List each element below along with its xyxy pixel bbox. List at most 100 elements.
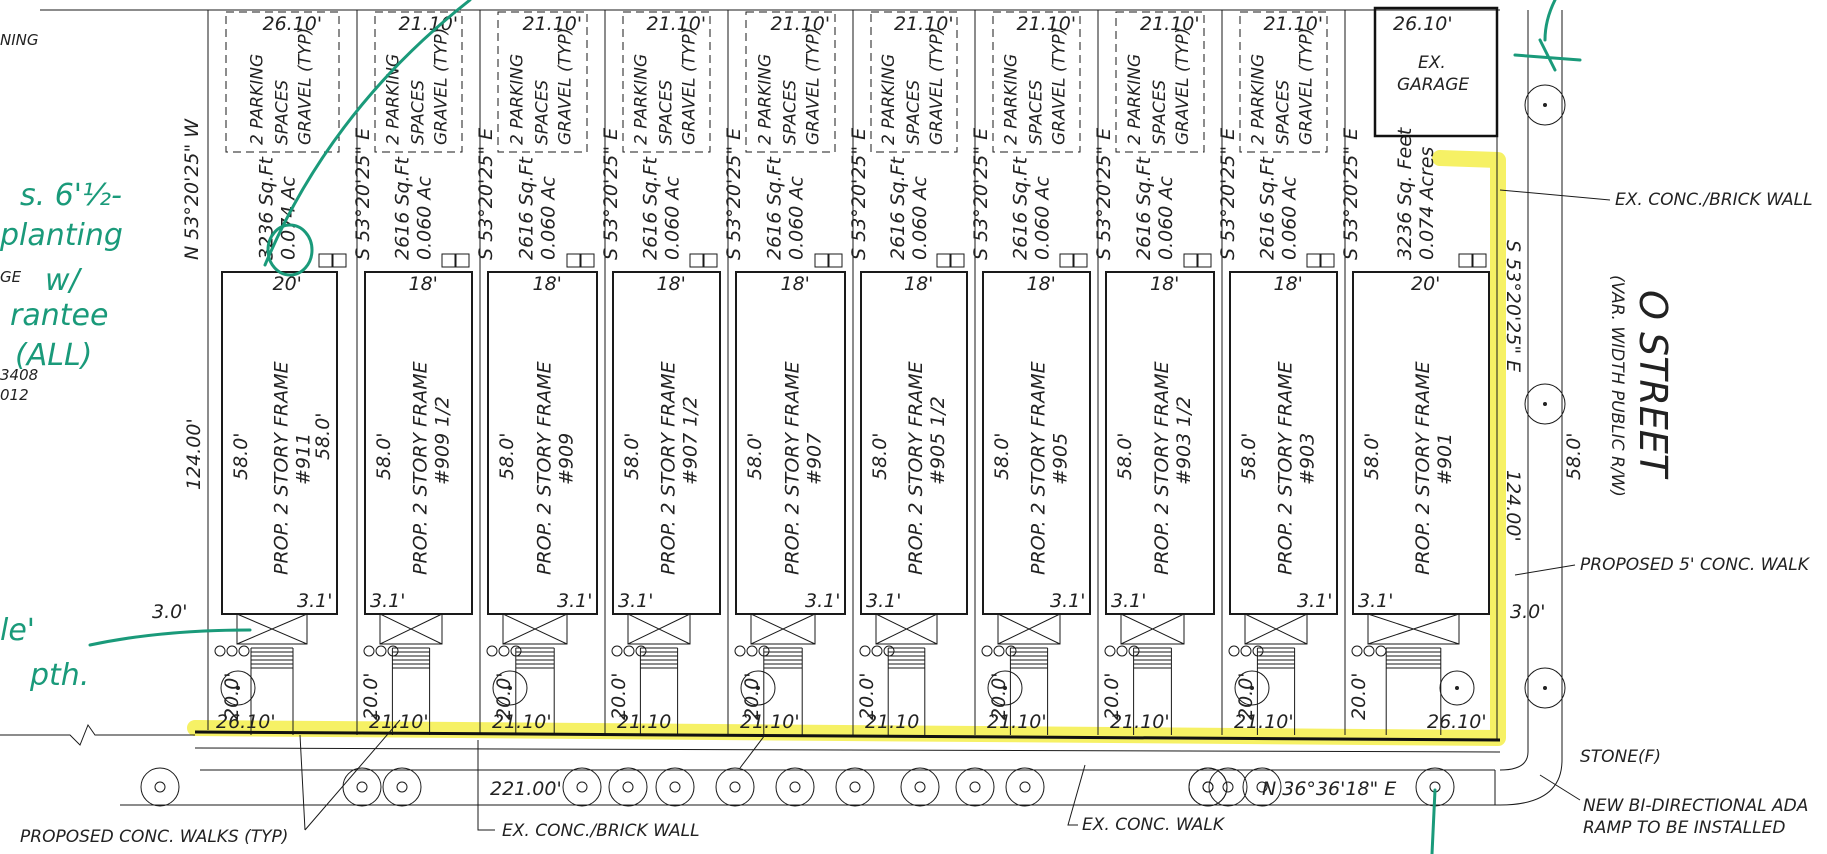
street-tree-trunk (969, 781, 981, 793)
parking-label: SPACES (781, 80, 801, 145)
house-number: #911 (293, 433, 315, 485)
existing-garage: 26.10' EX. GARAGE (1373, 6, 1499, 138)
house-depth: 58.0' (230, 432, 252, 480)
house-width: 18' (533, 273, 562, 295)
hvac-unit (441, 253, 456, 268)
street-tree-trunk (576, 781, 588, 793)
lot-acres: 0.060 Ac (414, 176, 436, 260)
parking-width: 26.10' (263, 13, 323, 35)
lot-acres: 0.060 Ac (786, 176, 808, 260)
garage-label-2: GARAGE (1397, 75, 1469, 95)
parking-width: 21.10' (399, 13, 459, 35)
street-name: O STREET (1631, 290, 1675, 480)
lot-frontage: 26.10' (216, 711, 276, 733)
hvac-unit (1306, 253, 1321, 268)
shrub (1116, 645, 1128, 657)
lot-7 (981, 11, 1091, 735)
shrub (1240, 645, 1252, 657)
yard-tree (740, 670, 776, 706)
house-width: 18' (1027, 273, 1056, 295)
porch-depth: 3.1' (1111, 590, 1146, 612)
lot-acres: 0.060 Ac (1279, 176, 1301, 260)
house-depth: 58.0' (1114, 432, 1136, 480)
lot-bearing: S 53°20'25" E (600, 128, 622, 260)
yard-tree-center (756, 686, 760, 690)
lot-acres: 0.060 Ac (1032, 176, 1054, 260)
house-width: 18' (1150, 273, 1179, 295)
porch-x (875, 613, 938, 645)
house-number: #907 (804, 433, 826, 485)
lot-acres: 0.060 Ac (1155, 176, 1177, 260)
setback-left: 3.0' (152, 601, 187, 623)
house-number: #905 1/2 (927, 396, 949, 485)
handwritten-notes: s. 6'½- planting w/ rantee (ALL) le' pth… (0, 0, 1582, 854)
porch-depth: 3.1' (1297, 590, 1332, 612)
parking-label: GRAVEL (TYP) (804, 28, 824, 145)
hvac-unit (1472, 253, 1487, 268)
lot-area: 2616 Sq.Ft (764, 156, 786, 260)
house-type: PROP. 2 STORY FRAME (410, 361, 432, 575)
street-tree-trunk (729, 781, 741, 793)
parking-label: 2 PARKING (879, 54, 899, 145)
house-type: PROP. 2 STORY FRAME (782, 361, 804, 575)
hvac-unit (566, 253, 581, 268)
yard-tree-center (1455, 686, 1459, 690)
yard-tree (220, 670, 256, 706)
shrub (623, 645, 635, 657)
porch (997, 613, 1061, 645)
callout-wall-bottom: EX. CONC./BRICK WALL (502, 821, 700, 841)
left-note-2: GE (0, 268, 22, 286)
front-walk (1009, 648, 1049, 735)
street-tree-trunk (1256, 781, 1268, 793)
house-type: PROP. 2 STORY FRAME (658, 361, 680, 575)
street-tree-trunk (356, 781, 368, 793)
total-frontage: 221.00' (490, 778, 562, 800)
street-tree (900, 767, 940, 807)
lot-area: 2616 Sq.Ft (640, 156, 662, 260)
street-tree (1242, 767, 1282, 807)
garage-width: 26.10' (1393, 13, 1453, 35)
shrub (1351, 645, 1363, 657)
yard-tree (1439, 670, 1475, 706)
hvac-unit (1073, 253, 1088, 268)
lot-2 (363, 11, 473, 735)
front-walk (250, 648, 294, 735)
parking-width: 21.10' (1140, 13, 1200, 35)
lot-frontage: 21.10 (865, 711, 919, 733)
house-width: 18' (657, 273, 686, 295)
parking-area (225, 11, 340, 153)
front-walk (515, 648, 555, 735)
shrub (214, 645, 226, 657)
shrub (1104, 645, 1116, 657)
house-width: 18' (409, 273, 438, 295)
parking-label: SPACES (409, 80, 429, 145)
parking-label: GRAVEL (TYP) (1050, 28, 1070, 145)
front-yard-depth: 20.0' (1348, 672, 1370, 720)
shrub (498, 645, 510, 657)
yard-tree-center (1250, 686, 1254, 690)
house-depth: 58.0' (869, 432, 891, 480)
street-tree-trunk (1202, 781, 1214, 793)
parking-width: 21.10' (771, 13, 831, 35)
lot-3 (486, 11, 598, 735)
callout-wall-right: EX. CONC./BRICK WALL (1615, 190, 1813, 210)
shrub (1228, 645, 1240, 657)
callout-walk-bottom: EX. CONC. WALK (1082, 815, 1226, 835)
lot-bearing: S 53°20'25" E (1217, 128, 1239, 260)
porch-depth: 3.1' (866, 590, 901, 612)
house-number: #907 1/2 (680, 396, 702, 485)
porch-depth: 3.1' (618, 590, 653, 612)
lot-area: 2616 Sq.Ft (1010, 156, 1032, 260)
callout-walk-right: PROPOSED 5' CONC. WALK (1580, 555, 1811, 575)
lot-area: 2616 Sq.Ft (516, 156, 538, 260)
front-walk (887, 648, 926, 735)
shrub (1005, 645, 1017, 657)
lot-area: 2616 Sq.Ft (887, 156, 909, 260)
street-trees-bottom (140, 767, 1455, 807)
lot-frontage: 21.10' (492, 711, 552, 733)
lot-frontage: 21.10' (740, 711, 800, 733)
porch (1367, 613, 1460, 645)
lot-5 (734, 11, 846, 735)
porch-depth: 3.1' (1358, 590, 1393, 612)
